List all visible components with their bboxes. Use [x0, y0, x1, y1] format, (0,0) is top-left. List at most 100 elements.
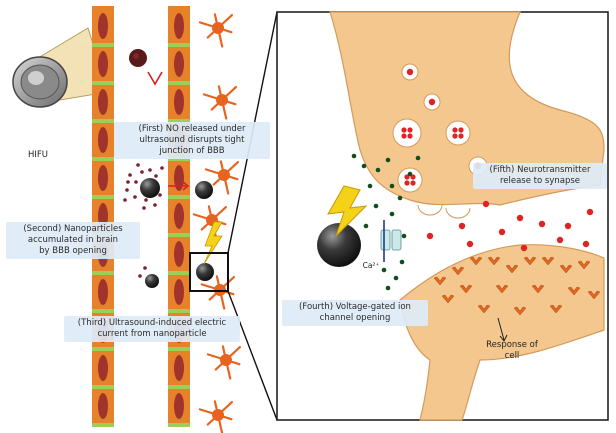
particle: [153, 203, 157, 207]
tight-junction: [168, 81, 190, 85]
blood-vessel-wall-left: [92, 6, 114, 427]
tight-junction: [92, 81, 114, 85]
neurotransmitter: [429, 99, 435, 105]
neurotransmitter: [410, 180, 415, 185]
endothelial-nucleus: [98, 279, 108, 305]
neurotransmitter: [401, 133, 406, 138]
neurotransmitter: [404, 180, 409, 185]
hifu-label: HIFU: [18, 150, 58, 161]
calcium-ion: [352, 154, 357, 159]
particle: [134, 180, 138, 184]
calcium-ion: [408, 172, 413, 177]
neurotransmitter: [459, 223, 465, 229]
particle: [138, 274, 142, 278]
calcium-ion: [386, 158, 391, 163]
neurotransmitter: [587, 209, 593, 215]
response-label: Response of cell: [472, 340, 552, 362]
neurotransmitter: [458, 127, 463, 132]
astrocyte-body: [212, 409, 224, 421]
fourth-step-label: (Fourth) Voltage-gated ion channel openi…: [282, 300, 428, 326]
tight-junction: [168, 233, 190, 237]
particle: [136, 163, 140, 167]
endothelial-nucleus: [98, 127, 108, 153]
tight-junction: [168, 309, 190, 313]
particle: [123, 198, 127, 202]
released-particles: [123, 163, 164, 278]
astrocyte-body: [220, 354, 232, 366]
endothelial-nucleus: [98, 393, 108, 419]
endothelial-nucleus: [98, 355, 108, 381]
astrocyte-body: [218, 169, 230, 181]
endothelial-nucleus: [98, 13, 108, 39]
no-molecule: [129, 49, 162, 84]
tight-junction: [168, 195, 190, 199]
tight-junction: [168, 271, 190, 275]
particle: [126, 180, 130, 184]
calcium-ion: [374, 204, 379, 209]
fifth-step-label: (Fifth) Neurotransmitter release to syna…: [473, 163, 607, 189]
calcium-ion: [376, 168, 381, 173]
small-lightning-icon: [204, 222, 222, 264]
astrocyte: [204, 86, 236, 118]
neurotransmitter: [539, 221, 545, 227]
tight-junction: [168, 43, 190, 47]
particle: [142, 206, 146, 210]
calcium-ion: [402, 234, 407, 239]
neurotransmitter: [407, 69, 413, 75]
endothelial-nucleus: [174, 89, 184, 115]
neurotransmitter: [517, 215, 523, 221]
synapse-zoom-panel: [277, 12, 608, 420]
particle: [128, 173, 132, 177]
calcium-ion: [416, 156, 421, 161]
endothelial-nucleus: [98, 89, 108, 115]
calcium-ion: [364, 224, 369, 229]
neurotransmitter: [407, 127, 412, 132]
neurotransmitter: [557, 237, 563, 243]
second-step-label: (Second) Nanoparticles accumulated in br…: [6, 222, 140, 259]
calcium-ion: [398, 196, 403, 201]
neurotransmitter: [452, 133, 457, 138]
calcium-ion: [362, 164, 367, 169]
tight-junction: [92, 157, 114, 161]
third-step-label: (Third) Ultrasound-induced electric curr…: [64, 316, 240, 342]
endothelial-nucleus: [174, 279, 184, 305]
calcium-label: Ca²⁺: [358, 260, 384, 271]
tight-junction: [92, 385, 114, 389]
blood-vessel-wall-right: [168, 6, 190, 427]
calcium-ion: [400, 260, 405, 265]
calcium-ion: [386, 286, 391, 291]
endothelial-nucleus: [174, 13, 184, 39]
endothelial-nucleus: [174, 393, 184, 419]
calcium-ion: [390, 184, 395, 189]
particle: [140, 170, 144, 174]
tight-junction: [92, 309, 114, 313]
particle: [148, 168, 152, 172]
particle: [144, 198, 148, 202]
astrocyte-body: [216, 94, 228, 106]
tight-junction: [92, 43, 114, 47]
neurotransmitter: [565, 223, 571, 229]
astrocyte-body: [212, 22, 224, 34]
neurotransmitter: [458, 133, 463, 138]
particle: [158, 193, 162, 197]
particle: [160, 166, 164, 170]
endothelial-nucleus: [174, 51, 184, 77]
neurotransmitter: [427, 233, 433, 239]
vesicle: [398, 168, 422, 192]
particle: [154, 174, 158, 178]
tight-junction: [92, 347, 114, 351]
tight-junction: [92, 119, 114, 123]
neurotransmitter: [583, 241, 589, 247]
neurotransmitter: [483, 201, 489, 207]
calcium-ion: [394, 276, 399, 281]
neurotransmitter: [467, 241, 473, 247]
endothelial-nucleus: [98, 165, 108, 191]
vesicle: [446, 121, 470, 145]
tight-junction: [168, 385, 190, 389]
astrocyte: [208, 346, 240, 378]
neurotransmitter: [401, 127, 406, 132]
neurotransmitter: [452, 127, 457, 132]
particle: [143, 266, 147, 270]
astrocyte: [200, 14, 232, 46]
first-step-label: (First) NO released under ultrasound dis…: [114, 122, 270, 159]
